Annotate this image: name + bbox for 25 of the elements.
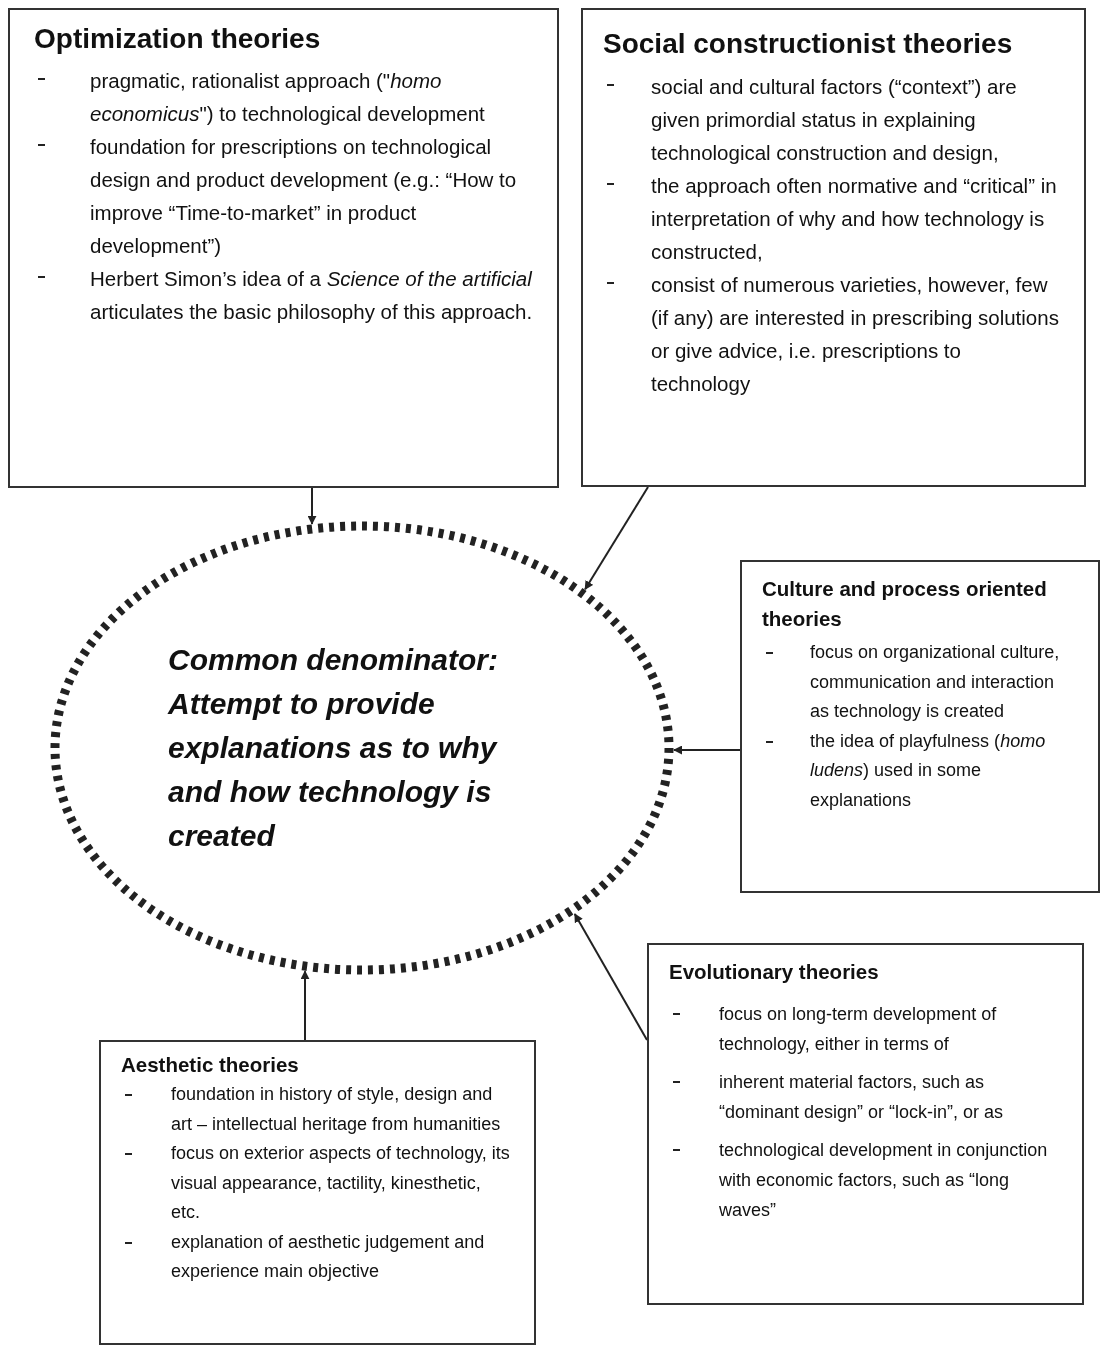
bullet-text: technological development in conjunction with economic factors, such as “long waves” (719, 1139, 1049, 1222)
arrow (584, 486, 649, 591)
box-heading: Social constructionist theories (603, 27, 1014, 61)
bullet-text: focus on exterior aspects of technology, its visual appearance, tactility, kinesthetic, etc. (171, 1142, 511, 1224)
theory-box (581, 8, 1086, 487)
box-heading: Aesthetic theories (121, 1052, 300, 1078)
bullet-text: explanation of aesthetic judgement and experience main objective (171, 1230, 486, 1283)
bullet-text: foundation for prescriptions on technological design and product development (e.g.: “How to improve “Time-to-market” in product development”) (90, 134, 518, 259)
arrow (573, 913, 648, 1041)
bullet-text: the idea of playfulness (homo ludens) used in some explanations (810, 729, 1047, 812)
arrow (673, 745, 741, 755)
box-heading: Optimization theories (34, 22, 322, 56)
box-heading: Evolutionary theories (669, 959, 880, 985)
arrow (300, 970, 310, 1041)
theory-box (740, 560, 1100, 893)
arrow (307, 487, 317, 525)
bullet-text: focus on long-term development of technology, either in terms of (719, 1003, 998, 1056)
theory-box (99, 1040, 536, 1345)
theory-box (8, 8, 559, 488)
theory-box (647, 943, 1084, 1305)
box-heading: Culture and process oriented theories (762, 576, 1048, 632)
bullet-text: consist of numerous varieties, however, few (if any) are interested in prescribing solutions or give advice, i.e. prescriptions to technology (651, 272, 1060, 397)
bullet-text: Herbert Simon’s idea of a Science of the artificial articulates the basic philosophy of this approach. (90, 266, 533, 325)
ellipse-text: Common denominator: Attempt to provide explanations as to why and how technology is created (168, 642, 499, 854)
bullet-text: inherent material factors, such as “dominant design” or “lock-in”, or as (719, 1071, 1005, 1124)
